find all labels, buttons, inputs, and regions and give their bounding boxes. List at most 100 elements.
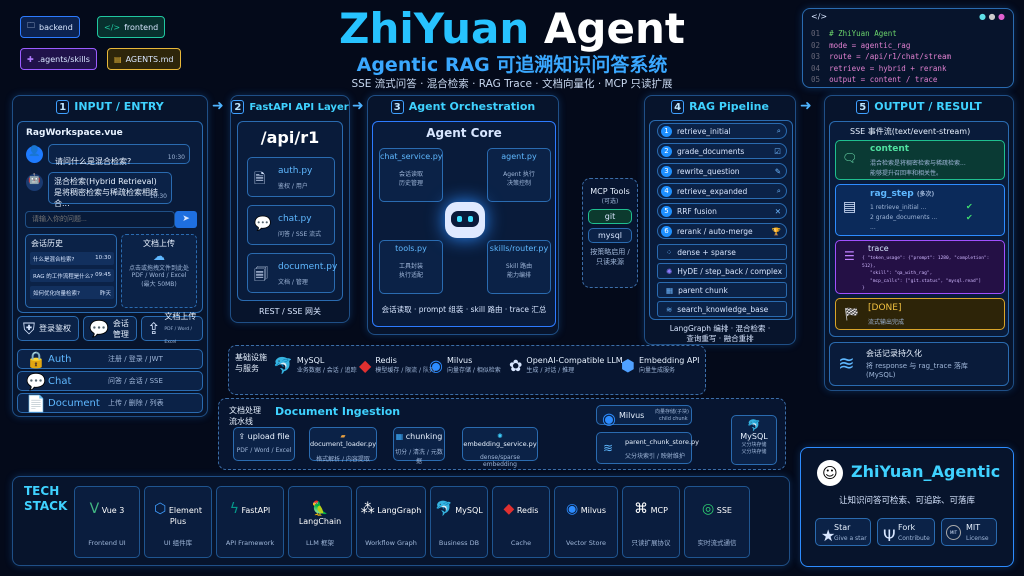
brain-icon: ✺ bbox=[666, 266, 673, 276]
document-ingestion: 文档处理流水线 Document Ingestion ⇪ upload file… bbox=[218, 398, 786, 470]
history-item[interactable]: RAG 的工作流程是什么?09:45 bbox=[30, 269, 114, 282]
history-item[interactable]: 如何优化向量检索?昨天 bbox=[30, 286, 114, 299]
page-title: ZhiYuan Agent bbox=[339, 4, 685, 53]
folder-icon: ▰ bbox=[340, 432, 346, 440]
api-footer: REST / SSE 网关 bbox=[258, 307, 322, 316]
repo-name[interactable]: ZhiYuan_Agentic bbox=[851, 462, 1001, 481]
flow-arrow: ➜ bbox=[212, 98, 224, 114]
shield-doc-icon: 🗎 bbox=[254, 171, 266, 187]
badge-agents-md[interactable]: ▤AGENTS.md bbox=[107, 48, 181, 70]
eye-icon: ◉ bbox=[602, 409, 616, 428]
send-button[interactable]: ➤ bbox=[175, 211, 197, 228]
robot-icon bbox=[445, 202, 485, 238]
rag-feature: ⁘dense + sparse bbox=[657, 244, 787, 260]
cube-icon: ⬢ bbox=[621, 356, 635, 375]
eye-icon: ◉ bbox=[565, 501, 579, 517]
dolphin-icon: 🐬 bbox=[435, 501, 453, 517]
search-icon: ⌕ bbox=[776, 126, 781, 135]
bot-message: 混合检索(Hybrid Retrieval)是将稠密检索与稀疏检索相结合...1… bbox=[48, 172, 172, 208]
dots-icon: ⁘ bbox=[666, 247, 673, 257]
chunk-icon: ▦ bbox=[666, 285, 674, 295]
flow-arrow: ➜ bbox=[352, 98, 364, 114]
code-line: 02 mode = agentic_rag bbox=[811, 40, 911, 50]
network-icon: ✺ bbox=[497, 432, 503, 440]
mcp-tools: MCP Tools(可选) git mysql 按策略启用 /只读来源 bbox=[582, 178, 638, 288]
history-item[interactable]: 什么是混合检索?10:30 bbox=[30, 252, 114, 265]
ingestion-title: Document Ingestion bbox=[275, 405, 401, 418]
question-input[interactable] bbox=[25, 211, 175, 228]
document-icon: 📄 bbox=[26, 393, 46, 413]
badge-frontend[interactable]: </>frontend bbox=[97, 16, 166, 38]
grid-icon: ▦ bbox=[395, 432, 404, 441]
code-icon: </> bbox=[811, 12, 828, 21]
fastapi-icon: ϟ bbox=[229, 501, 239, 517]
session-manage-button[interactable]: 💬会话管理 bbox=[83, 316, 137, 341]
window-dots: ● ● ● bbox=[978, 12, 1005, 21]
graph-icon: ⁂ bbox=[360, 501, 375, 517]
check-icon: ✔ bbox=[966, 213, 973, 222]
subtitle: Agentic RAG 可追溯知识问答系统 bbox=[356, 54, 668, 76]
login-auth-button[interactable]: ⛨登录鉴权 bbox=[17, 316, 79, 341]
stream-label: SSE 事件流(text/event-stream) bbox=[850, 127, 971, 136]
fork-icon: Ψ bbox=[883, 526, 896, 545]
rag-feature: ≋search_knowledge_base bbox=[657, 301, 787, 317]
database-icon: ≋ bbox=[838, 351, 855, 375]
badge-backend[interactable]: 🗀backend bbox=[20, 16, 80, 38]
code-line: 04 retrieve = hybrid + rerank bbox=[811, 63, 947, 73]
search-icon: ⌕ bbox=[776, 186, 781, 195]
mcp-tool-git[interactable]: git bbox=[588, 209, 632, 224]
badge-agents-skills[interactable]: ✚.agents/skills bbox=[20, 48, 97, 70]
chat-icon: 💬 bbox=[254, 216, 272, 232]
eye-icon: ◉ bbox=[429, 356, 443, 375]
document-icon: 🗐 bbox=[254, 267, 268, 283]
persistence: ≋会话记录持久化将 response 与 rag_trace 落库(MySQL) bbox=[829, 342, 1009, 386]
event-trace: ☰trace{ "token_usage": {"prompt": 1280, … bbox=[835, 240, 1005, 294]
mcp-tool-mysql[interactable]: mysql bbox=[588, 228, 632, 243]
code-icon: </> bbox=[104, 22, 121, 32]
tagline: SSE 流式问答 · 混合检索 · RAG Trace · 文档向量化 · MC… bbox=[351, 78, 673, 90]
rag-footer: LangGraph 编排 · 混合检索 ·查询重写 · 融合重排 bbox=[669, 324, 771, 343]
user-message: 请问什么是混合检索?10:30 bbox=[48, 144, 190, 166]
